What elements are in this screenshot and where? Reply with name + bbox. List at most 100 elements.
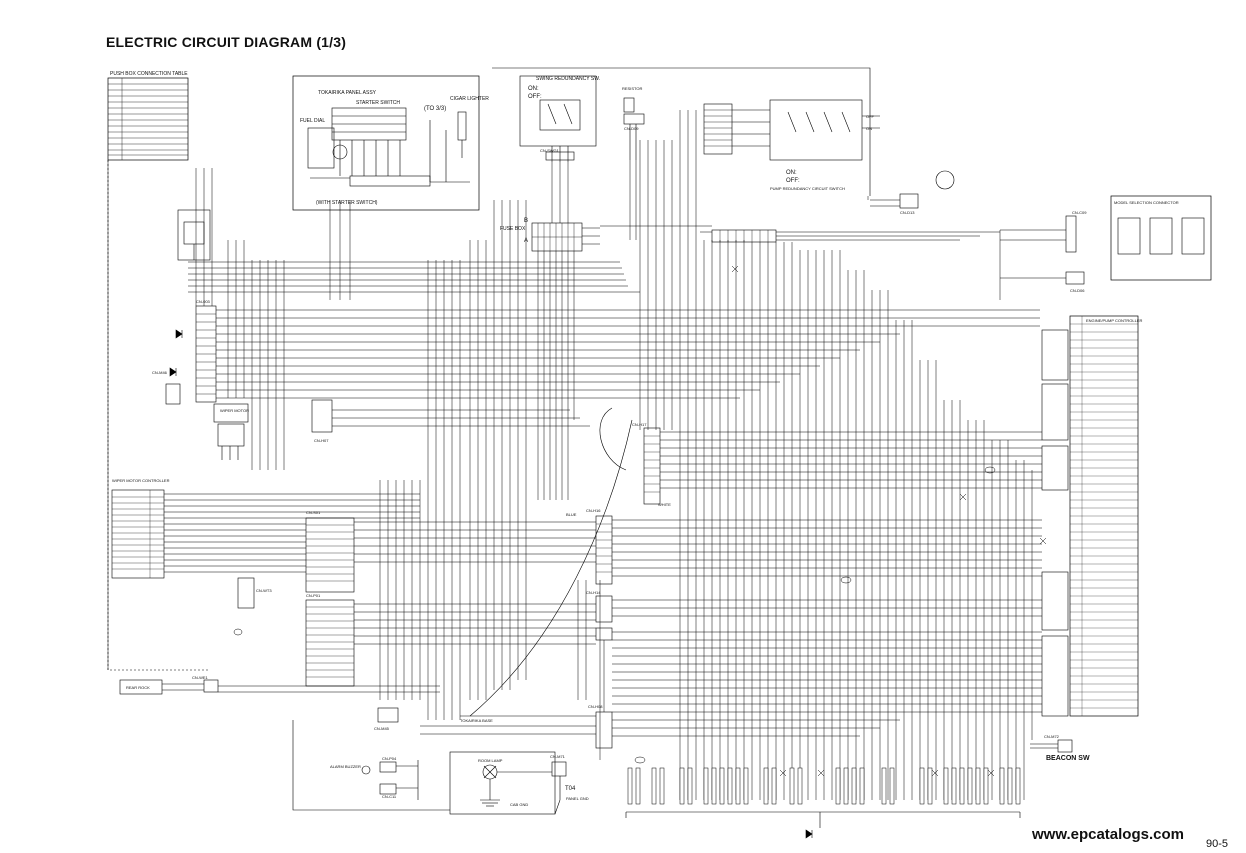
- wiper-controller-label: WIPER MOTOR CONTROLLER: [112, 478, 170, 483]
- left-dashed-frame: [107, 160, 210, 671]
- connector-m72: [1057, 739, 1073, 753]
- tokairika-panel-frame: [292, 75, 480, 211]
- page-number: 90-5: [1206, 838, 1229, 850]
- cn-m71-label: CN-M71: [550, 754, 566, 759]
- wiper-controller-table: [111, 489, 165, 579]
- pump-redundancy-switch: [769, 99, 863, 161]
- pump-redundancy-label: PUMP REDUNDANCY CIRCUIT SWITCH: [770, 186, 845, 191]
- starter-switch-label: STARTER SWITCH: [356, 100, 400, 106]
- connector-p04: [379, 761, 397, 773]
- wiper-motor-connector: [217, 423, 245, 447]
- footer-url[interactable]: www.epcatalogs.com: [1032, 826, 1184, 843]
- connector-h08: [595, 711, 613, 749]
- cigar-lighter-body: [457, 111, 467, 141]
- t04-label: T04: [565, 786, 576, 792]
- cn-p01-label: CN-P01: [306, 593, 321, 598]
- white-label: WHITE: [658, 502, 671, 507]
- cn-h07-label: CN-H07: [314, 438, 329, 443]
- cab-gnd-label: CAB GND: [510, 802, 528, 807]
- swing-redundancy-switch: [519, 75, 597, 147]
- curved-wire: [469, 419, 633, 717]
- model-selection-frame: [1110, 195, 1212, 281]
- connector-h14: [595, 595, 613, 623]
- room-lamp-label: ROOM LAMP: [478, 758, 503, 763]
- page-title: ELECTRIC CIRCUIT DIAGRAM (1/3): [106, 34, 347, 50]
- connector-h07: [311, 399, 333, 433]
- cn-h17-label: CN-H17: [632, 422, 647, 427]
- wiper-motor-box: [213, 403, 249, 423]
- cn-h08-label: CN-H08: [588, 704, 603, 709]
- room-lamp-frame: [449, 751, 556, 815]
- fuel-dial-label: FUEL DIAL: [300, 118, 325, 124]
- bottom-terminals: [627, 767, 1021, 805]
- beacon-sw-label: BEACON SW: [1046, 755, 1090, 762]
- diagram-text: PUSH BOX CONNECTION TABLE TOKAIRIKA PANE…: [110, 71, 1179, 807]
- blue-label: BLUE: [566, 512, 577, 517]
- cigar-lighter-label: CIGAR LIGHTER: [450, 96, 489, 102]
- wiper-motor-label: WIPER MOTOR: [220, 408, 249, 413]
- cn-h14-label: CN-H14: [586, 590, 601, 595]
- connector-c09: [703, 103, 733, 155]
- pump-off-label: OFF:: [786, 178, 800, 184]
- swing-on-label: ON:: [528, 86, 539, 92]
- connector-m46: [165, 383, 181, 405]
- connector-wt3: [237, 577, 255, 609]
- connector-d06: [1065, 271, 1085, 285]
- connector-d13: [899, 193, 919, 209]
- connector-c11: [379, 783, 397, 795]
- cn-c09-label: CN-C09: [1072, 210, 1087, 215]
- rear-rock-label: REAR ROCK: [126, 685, 150, 690]
- fuse-box-label: FUSE BOX: [500, 226, 526, 232]
- cn-we1-label: CN-WE1: [192, 675, 209, 680]
- cn-003-label: CN-003: [196, 299, 211, 304]
- model-sel-2: [1149, 217, 1173, 255]
- wire-bundle-vertical: [107, 110, 1033, 800]
- controller-table-2: [305, 599, 355, 687]
- swing-redundancy-label: SWING REDUNDANCY SW.: [536, 76, 600, 82]
- pump-off-right: OFF: [866, 114, 875, 119]
- model-sel-1: [1117, 217, 1141, 255]
- connector-h16: [595, 515, 613, 585]
- cn-wt3-label: CN-WT3: [256, 588, 272, 593]
- panel-gnd-label: PANEL GND: [566, 796, 589, 801]
- connector-c09-right: [1065, 215, 1077, 253]
- resistor-label: RESISTOR: [622, 86, 642, 91]
- twist-marks: [233, 265, 1047, 777]
- cn-d09-label: CN-D09: [624, 126, 639, 131]
- cn-p04-label: CN-P04: [382, 756, 397, 761]
- buzzer-icon: [361, 765, 371, 775]
- cn-m46-label: CN-M46: [152, 370, 168, 375]
- pump-on-right: ON: [866, 126, 872, 131]
- cn-s01-label: CN-S01: [306, 510, 321, 515]
- tokairika-base-label: TOKAIRIKA BASE: [460, 718, 493, 723]
- fuse-b-label: B: [524, 218, 528, 224]
- model-selection-label: MODEL SELECTION CONNECTOR: [1114, 200, 1179, 205]
- cn-m45-label: CN-M45: [374, 726, 390, 731]
- cn-swg1-label: CN-SWG1: [540, 148, 560, 153]
- swing-off-label: OFF:: [528, 94, 542, 100]
- resistor-box: [623, 97, 635, 113]
- push-box-table-grid: [108, 78, 188, 160]
- wire-bundle-horizontal: [164, 225, 1042, 737]
- cn-m72-label: CN-M72: [1044, 734, 1060, 739]
- fuse-box-fuses: [532, 223, 582, 251]
- tokairika-panel-label: TOKAIRIKA PANEL ASSY: [318, 90, 377, 96]
- push-box-table-frame: [107, 77, 189, 161]
- cn-c11-label: CN-C11: [382, 794, 397, 799]
- connector-m71: [551, 761, 567, 777]
- cn-h16-label: CN-H16: [586, 508, 601, 513]
- alarm-buzzer-label: ALARM BUZZER: [330, 764, 361, 769]
- controller-rows: [1070, 316, 1138, 716]
- starter-connector-bottom: [349, 175, 431, 187]
- to-3-3-label: (TO 3/3): [424, 106, 446, 112]
- with-starter-switch-label: (WITH STARTER SWITCH): [316, 200, 378, 206]
- rear-rock-box: [119, 679, 163, 695]
- diode-icon: [169, 329, 813, 839]
- model-sel-3: [1181, 217, 1205, 255]
- cn-d06-label: CN-D06: [1070, 288, 1085, 293]
- fuse-a-label: A: [524, 238, 528, 244]
- buzzer-icon-top: [935, 170, 955, 190]
- engine-pump-controller-label: ENGINE/PUMP CONTROLLER: [1086, 318, 1142, 323]
